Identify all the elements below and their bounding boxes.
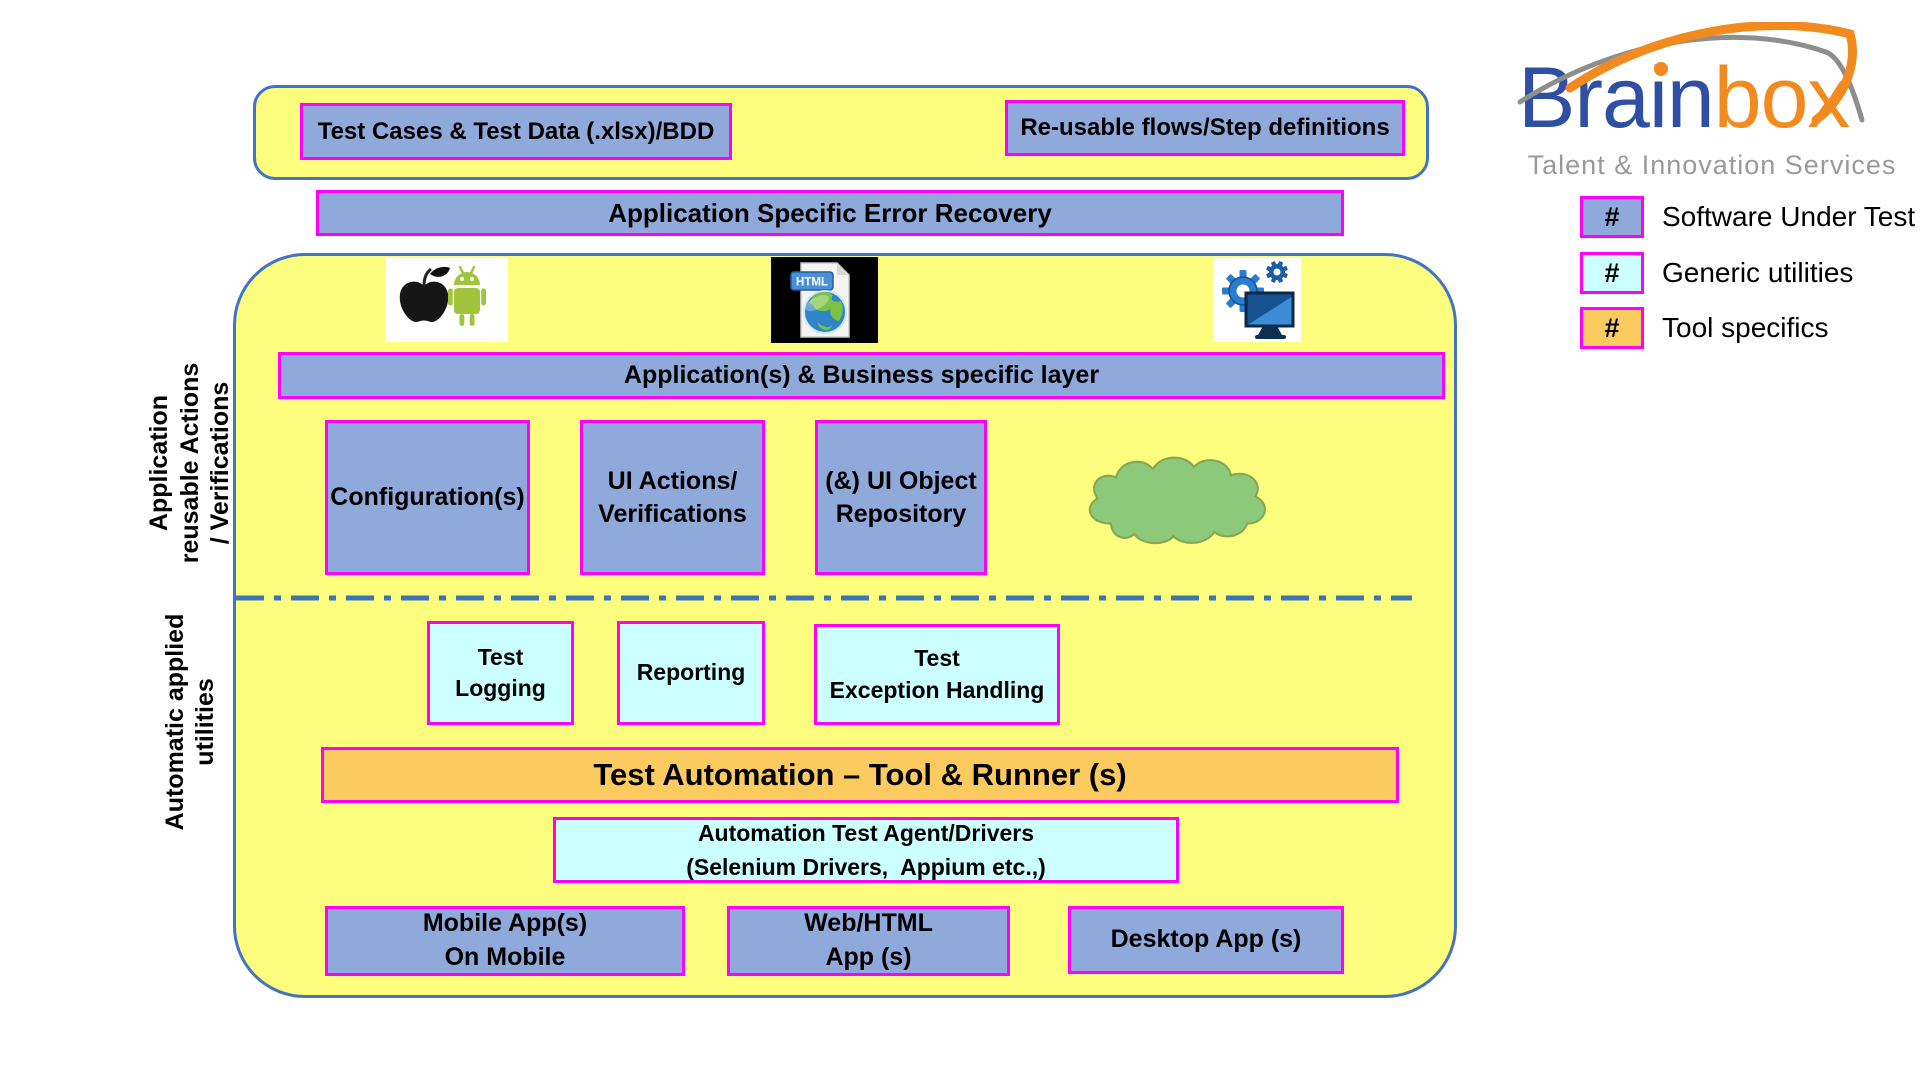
test-logging-box: Test Logging — [427, 621, 574, 725]
legend-label: Generic utilities — [1662, 257, 1854, 288]
logo-box-text: box — [1713, 50, 1851, 146]
business-layer-label: Application(s) & Business specific layer — [623, 361, 1100, 389]
reusable-flows-box: Re-usable flows/Step definitions — [1005, 100, 1405, 156]
gears-monitor-graphic — [1222, 261, 1295, 339]
monitor-icon — [1244, 291, 1295, 339]
reusable-flows-label: Re-usable flows/Step definitions — [1020, 114, 1390, 141]
cloud-shape — [1075, 448, 1280, 553]
legend-item-generic-utilities: # Generic utilities — [1580, 252, 1853, 294]
business-layer-bar: Application(s) & Business specific layer — [278, 352, 1445, 399]
logo-brain-text: Brain — [1518, 50, 1715, 146]
layer-divider — [236, 588, 1412, 601]
android-icon — [448, 265, 486, 326]
test-agent-box: Automation Test Agent/Drivers (Selenium … — [553, 817, 1179, 883]
apple-icon — [399, 266, 450, 322]
logo-tagline: Talent & Innovation Services — [1527, 150, 1897, 180]
logo-swoosh — [1517, 22, 1865, 125]
legend-swatch-software-under-test: # — [1580, 196, 1644, 238]
legend-item-software-under-test: # Software Under Test — [1580, 196, 1915, 238]
exception-handling-box: Test Exception Handling — [814, 624, 1060, 725]
gears-monitor-icon — [1213, 258, 1301, 342]
desktop-app-box: Desktop App (s) — [1068, 906, 1344, 974]
legend-item-tool-specifics: # Tool specifics — [1580, 307, 1829, 349]
reporting-box: Reporting — [617, 621, 765, 725]
side-label-upper: Application reusable Actions / Verificat… — [145, 362, 235, 564]
legend-swatch-generic-utilities: # — [1580, 252, 1644, 294]
side-label-lower: Automatic applied utilities — [160, 613, 220, 831]
html-globe-icon: HTML — [771, 257, 878, 343]
globe-icon — [803, 290, 847, 334]
apple-android-icon — [386, 258, 508, 342]
html-globe-graphic: HTML — [790, 262, 850, 338]
tool-runner-bar: Test Automation – Tool & Runner (s) — [321, 747, 1399, 803]
ui-object-repository-box: (&) UI Object Repository — [815, 420, 987, 575]
error-recovery-bar: Application Specific Error Recovery — [316, 190, 1344, 236]
test-cases-box: Test Cases & Test Data (.xlsx)/BDD — [300, 103, 732, 160]
test-cases-label: Test Cases & Test Data (.xlsx)/BDD — [317, 117, 715, 145]
legend-label: Tool specifics — [1662, 312, 1829, 343]
html-label: HTML — [796, 277, 828, 289]
legend-label: Software Under Test — [1662, 201, 1916, 232]
apple-android-graphic — [399, 265, 486, 326]
small-gear-icon — [1266, 261, 1288, 283]
tool-runner-label: Test Automation – Tool & Runner (s) — [593, 757, 1127, 792]
configurations-box: Configuration(s) — [325, 420, 530, 575]
logo-i-dot — [1654, 62, 1668, 76]
legend-swatch-tool-specifics: # — [1580, 307, 1644, 349]
divider-line — [236, 595, 1412, 601]
brainbox-logo: Brainbox — [1518, 55, 1918, 141]
ui-actions-box: UI Actions/ Verifications — [580, 420, 765, 575]
cloud-graphic — [1088, 456, 1266, 545]
error-recovery-label: Application Specific Error Recovery — [608, 197, 1052, 228]
mobile-app-box: Mobile App(s) On Mobile — [325, 906, 685, 976]
web-app-box: Web/HTML App (s) — [727, 906, 1010, 976]
